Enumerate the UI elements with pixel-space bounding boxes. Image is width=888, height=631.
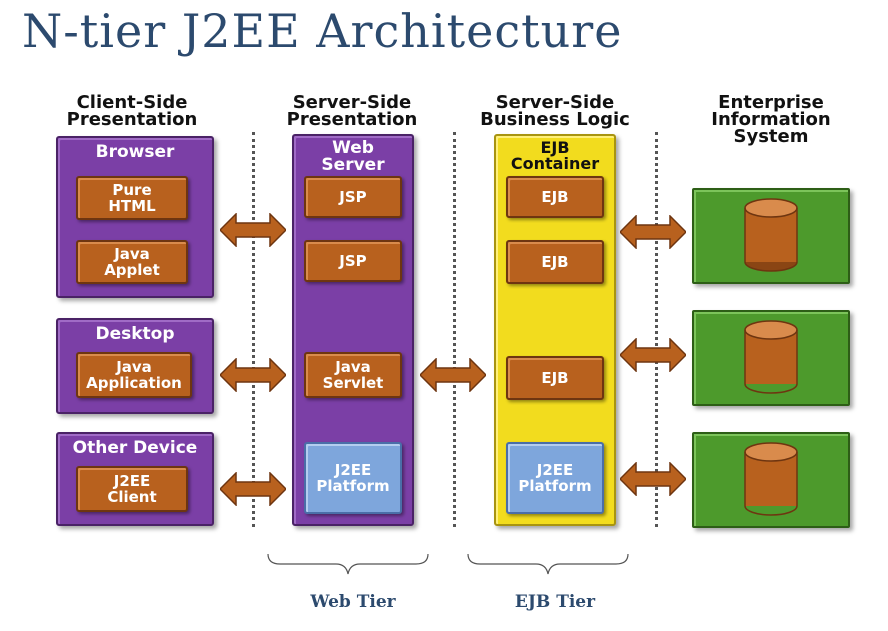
page-title: N-tier J2EE Architecture [22, 4, 623, 58]
java-applet-box: Java Applet [76, 240, 188, 284]
separator-line [453, 132, 456, 527]
double-arrow-icon [220, 213, 286, 247]
other-device-label: Other Device [72, 438, 198, 458]
ejb-container-label: EJB Container [510, 138, 600, 173]
j2ee-client-box: J2EE Client [76, 466, 188, 512]
double-arrow-icon [220, 358, 286, 392]
java-application-box: Java Application [76, 352, 192, 398]
ejb-tier-label: EJB Tier [514, 592, 596, 612]
header-server-side-business-logic: Server-Side Business Logic [480, 92, 630, 130]
separator-line [655, 132, 658, 527]
ejb-tier-brace [467, 553, 629, 575]
browser-label: Browser [95, 142, 175, 162]
web-tier-brace [267, 553, 429, 575]
web-server-label: Web Server [321, 138, 385, 175]
database-icon [744, 320, 798, 394]
header-client-side-presentation: Client-Side Presentation [66, 92, 198, 130]
desktop-label: Desktop [95, 324, 175, 344]
double-arrow-icon [220, 472, 286, 506]
database-icon [744, 198, 798, 272]
ejb-box: EJB [506, 176, 604, 218]
double-arrow-icon [620, 462, 686, 496]
double-arrow-icon [420, 358, 486, 392]
eis-box [692, 432, 850, 528]
web-tier-label: Web Tier [310, 592, 396, 612]
header-enterprise-information-system: Enterprise Information System [711, 92, 831, 147]
jsp-box: JSP [304, 176, 402, 218]
java-servlet-box: Java Servlet [304, 352, 402, 398]
ejb-j2ee-platform-box: J2EE Platform [506, 442, 604, 514]
web-j2ee-platform-box: J2EE Platform [304, 442, 402, 514]
eis-box [692, 310, 850, 406]
double-arrow-icon [620, 338, 686, 372]
pure-html-box: Pure HTML [76, 176, 188, 220]
double-arrow-icon [620, 215, 686, 249]
database-icon [744, 442, 798, 516]
eis-box [692, 188, 850, 284]
header-server-side-presentation: Server-Side Presentation [286, 92, 418, 130]
ejb-box: EJB [506, 356, 604, 400]
jsp-box: JSP [304, 240, 402, 282]
ejb-box: EJB [506, 240, 604, 284]
separator-line [252, 132, 255, 527]
